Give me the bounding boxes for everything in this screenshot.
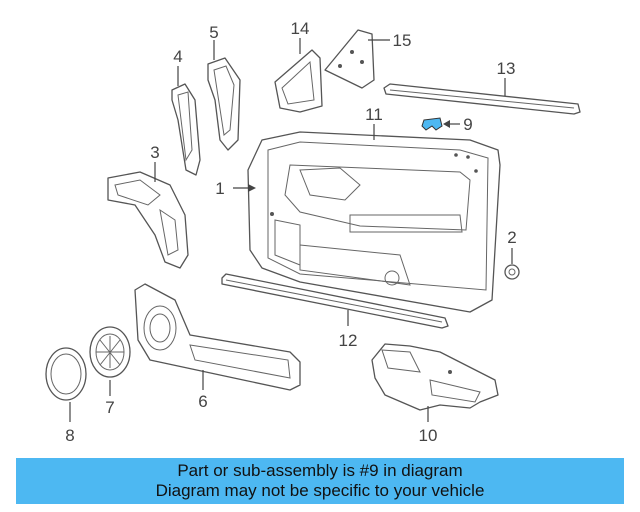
banner-line-2: Diagram may not be specific to your vehi…: [155, 481, 485, 500]
callout-6: 6: [198, 392, 207, 411]
callout-5: 5: [209, 23, 218, 42]
callout-7: 7: [105, 398, 114, 417]
banner-line-1: Part or sub-assembly is #9 in diagram: [177, 461, 463, 480]
part-6-lower-trim: [134, 283, 301, 391]
callout-8: 8: [65, 426, 74, 445]
callout-12: 12: [339, 331, 358, 350]
part-11-door-panel: [247, 131, 501, 313]
part-2-push-clip: [504, 248, 520, 280]
part-7-speaker-grille: [89, 326, 131, 396]
callout-15: 15: [393, 31, 412, 50]
part-1-leader: [233, 184, 256, 192]
part-8-speaker-ring: [45, 347, 87, 422]
part-4-armrest-trim: [171, 66, 201, 176]
callout-11: 11: [365, 105, 383, 124]
callout-13: 13: [497, 59, 516, 78]
callout-14: 14: [291, 19, 310, 38]
callout-4: 4: [173, 47, 182, 66]
info-banner: Part or sub-assembly is #9 in diagram Di…: [16, 458, 624, 504]
part-9-clip-highlighted: [421, 117, 460, 131]
part-5-pull-handle: [207, 40, 241, 151]
callout-1: 1: [215, 179, 224, 198]
part-3-handle-bracket: [107, 162, 189, 269]
callout-2: 2: [507, 228, 516, 247]
part-10-door-carrier: [371, 343, 499, 422]
part-13-window-seal: [383, 78, 581, 115]
part-14-mirror-cover: [274, 38, 323, 113]
callout-10: 10: [419, 426, 438, 445]
parts-diagram: 1 2 3 4 5 6 7 8 9 10 11 12 13 14 15: [45, 19, 581, 445]
part-15-mirror-bracket: [324, 29, 390, 89]
part-12-lower-seal: [221, 273, 449, 329]
callout-9: 9: [463, 115, 472, 134]
callout-3: 3: [150, 143, 159, 162]
